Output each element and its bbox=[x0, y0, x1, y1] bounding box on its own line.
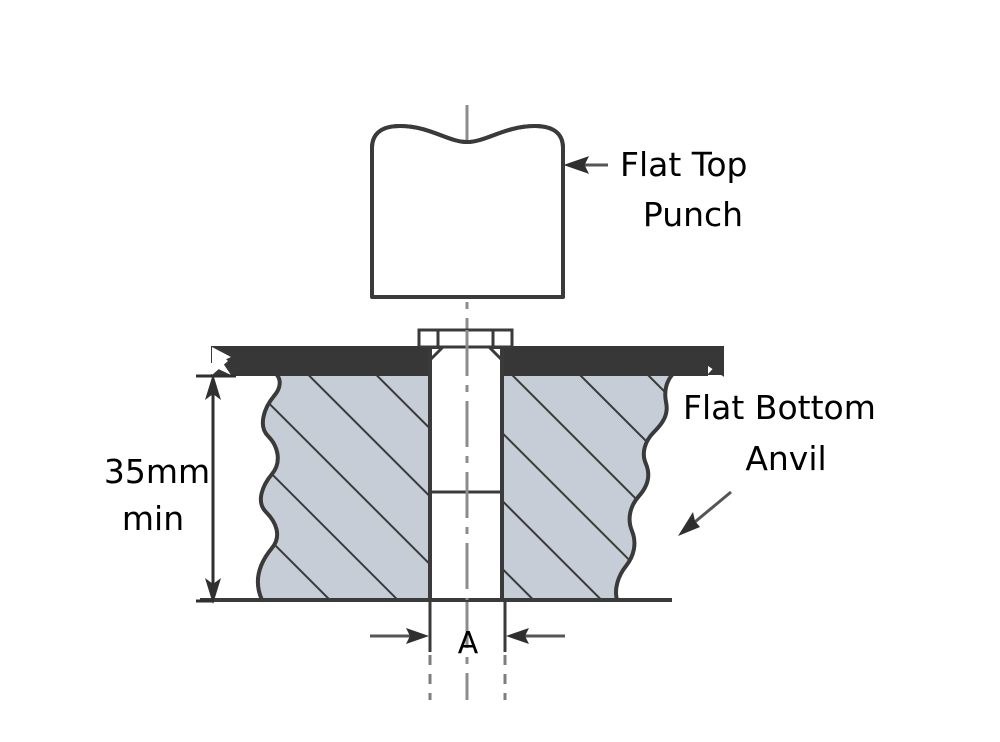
punch-label-line1: Flat Top bbox=[620, 145, 748, 184]
punch-leader bbox=[563, 156, 608, 174]
height-dimension-arrow-bottom bbox=[205, 578, 221, 604]
anvil-leader-line bbox=[689, 490, 732, 528]
punch-leader-arrowhead bbox=[563, 156, 589, 174]
anvil-leader bbox=[678, 490, 732, 536]
plate-right-end bbox=[707, 347, 723, 375]
flat-top-punch bbox=[370, 123, 565, 299]
width-dimension-label: A bbox=[458, 626, 479, 661]
height-dimension-arrow-top bbox=[205, 374, 221, 400]
anvil-left-break-line bbox=[255, 373, 282, 602]
plate-left-notch bbox=[212, 347, 228, 375]
bolt-specimen bbox=[417, 328, 514, 602]
punch-label-line2: Punch bbox=[643, 195, 743, 234]
height-dimension bbox=[196, 374, 236, 604]
anvil-right-break-line bbox=[614, 373, 674, 602]
height-dimension-label-value: 35mm bbox=[104, 452, 210, 491]
width-arrow-left-head bbox=[406, 628, 429, 644]
anvil-label-line2: Anvil bbox=[745, 439, 826, 478]
punch-outline bbox=[370, 124, 565, 299]
punch-break-curve bbox=[370, 123, 565, 150]
anvil-leader-arrowhead bbox=[678, 512, 700, 536]
width-dimension bbox=[370, 600, 565, 700]
anvil-label-line1: Flat Bottom bbox=[683, 388, 876, 427]
height-dimension-label-qualifier: min bbox=[122, 499, 184, 538]
width-arrow-right-head bbox=[506, 628, 529, 644]
